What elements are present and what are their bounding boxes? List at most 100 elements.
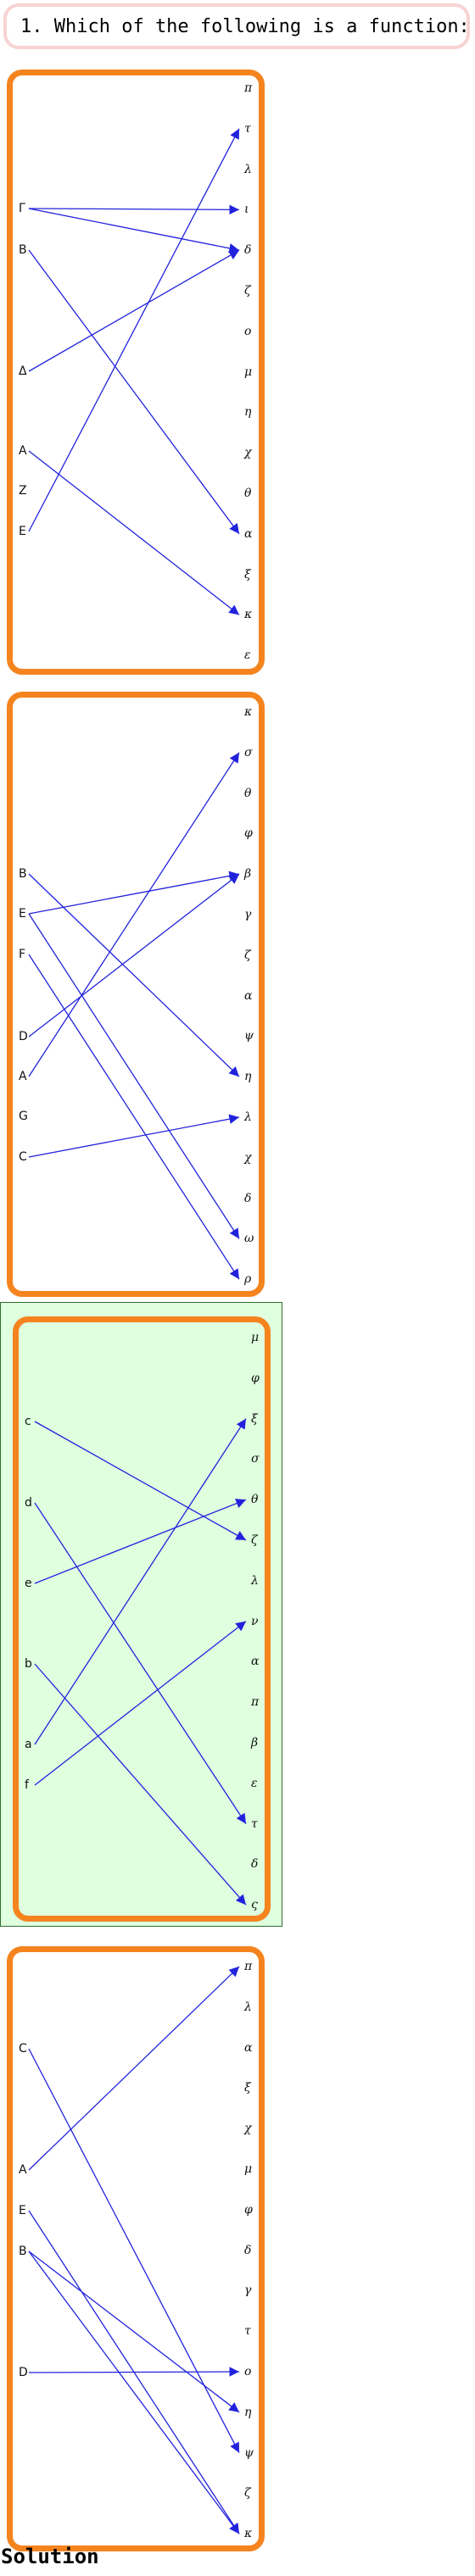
mapping-arrow [28,873,240,1038]
domain-label: B [19,2245,27,2258]
codomain-label: ζ [244,284,251,298]
codomain-label: ε [251,1776,258,1790]
domain-label: A [19,444,27,458]
codomain-label: ι [244,203,249,217]
domain-label: E [19,2204,26,2217]
domain-label: B [19,867,27,881]
mapping-arrow [34,1421,247,1541]
codomain-label: α [244,2040,253,2055]
codomain-label: ζ [244,2486,251,2501]
codomain-label: η [244,2405,252,2419]
codomain-label: κ [244,608,253,622]
mapping-arrow [28,913,240,1239]
mapping-arrow [34,1502,247,1824]
mapping-arrow [28,128,240,532]
option-2-card[interactable] [7,692,265,1297]
mapping-arrow [28,1966,240,2171]
domain-label: D [19,1030,28,1043]
mapping-arrow [28,2251,240,2534]
codomain-label: γ [244,2284,252,2298]
codomain-label: η [244,1070,252,1084]
domain-label: d [25,1496,32,1510]
mapping-arrow [34,1663,247,1906]
codomain-label: ω [244,1232,254,1246]
codomain-label: λ [244,162,252,176]
codomain-label: τ [244,121,251,136]
codomain-label: φ [244,826,253,841]
codomain-label: μ [244,364,253,379]
codomain-label: τ [244,2324,251,2339]
domain-label: b [25,1657,32,1671]
codomain-label: α [244,988,253,1003]
codomain-label: χ [244,2122,252,2136]
codomain-label: ξ [251,1411,258,1426]
codomain-label: κ [244,705,253,719]
mapping-arrow [28,954,240,1280]
domain-label: C [19,2042,27,2056]
mapping-arrow [28,450,240,615]
codomain-label: δ [244,243,252,258]
domain-label: C [19,1150,27,1164]
codomain-label: π [244,1960,253,1973]
domain-label: Γ [19,202,25,215]
codomain-label: χ [244,1150,252,1165]
mapping-arrow [28,249,240,535]
mapping-arrow [28,249,240,372]
mapping-arrow [28,2367,240,2377]
codomain-label: ψ [244,2445,254,2460]
codomain-label: θ [244,786,252,800]
domain-label: G [19,1110,28,1123]
codomain-label: φ [244,2202,253,2217]
codomain-label: ο [244,2365,252,2378]
solution-heading: Solution [1,2545,99,2568]
domain-label: A [19,2163,27,2177]
option-1-card[interactable] [7,70,265,675]
codomain-label: λ [244,2000,252,2014]
mapping-arrow [34,1621,247,1786]
codomain-label: π [244,81,253,95]
option-4-card[interactable] [7,1946,265,2551]
domain-label: B [19,243,27,257]
domain-label: e [25,1577,32,1590]
codomain-label: θ [251,1493,259,1507]
codomain-label: α [251,1655,260,1669]
codomain-label: ξ [244,567,251,581]
codomain-label: μ [251,1331,260,1344]
domain-label: A [19,1070,27,1083]
codomain-label: σ [244,745,253,759]
codomain-label: δ [244,1191,252,1205]
codomain-label: δ [251,1857,259,1872]
domain-label: E [19,907,26,921]
codomain-label: α [244,526,253,541]
domain-label: E [19,525,26,538]
option-3-card[interactable] [13,1316,271,1922]
codomain-label: ξ [244,2081,251,2095]
domain-label: c [25,1415,31,1428]
domain-label: a [25,1738,32,1751]
domain-label: f [25,1778,29,1792]
mapping-arrow [34,1418,247,1745]
codomain-label: β [251,1736,259,1750]
codomain-label: γ [244,908,252,921]
domain-label: Z [19,484,27,498]
codomain-label: ζ [244,948,251,962]
codomain-label: ρ [244,1272,252,1287]
codomain-label: λ [244,1110,252,1124]
codomain-label: λ [251,1573,259,1588]
domain-label: Δ [19,364,27,378]
mapping-arrow [28,2251,240,2413]
question-text: 1. Which of the following is a function: [3,3,470,49]
codomain-label: χ [244,446,252,460]
codomain-label: ο [244,324,252,338]
mapping-arrow [28,871,240,915]
codomain-label: β [244,867,252,882]
codomain-label: ψ [244,1029,254,1043]
mapping-arrow [28,752,240,1077]
codomain-label: μ [244,2162,253,2176]
mapping-arrow [28,873,240,1077]
domain-label: D [19,2366,28,2379]
mapping-arrow [28,208,240,253]
codomain-label: ε [244,648,251,663]
domain-label: F [19,948,26,961]
codomain-label: π [251,1695,260,1710]
